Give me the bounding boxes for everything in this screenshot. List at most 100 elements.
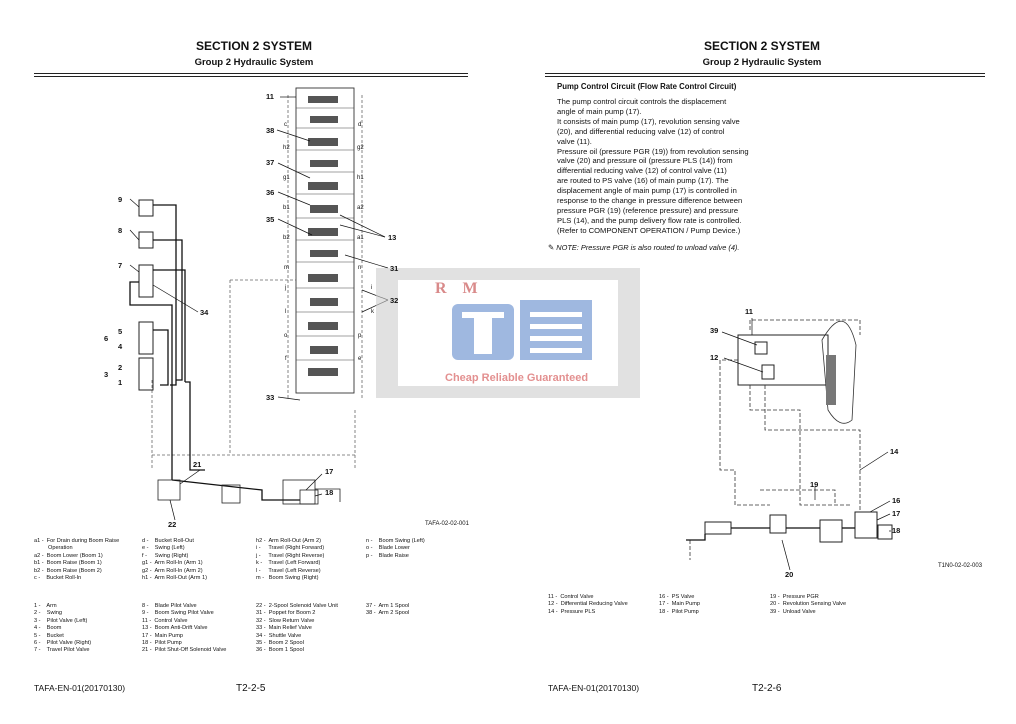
port-h2: h2	[283, 145, 290, 151]
note-text: NOTE: Pressure PGR is also routed to unl…	[556, 243, 740, 252]
header-rule-thin	[545, 76, 985, 77]
section-title: SECTION 2 SYSTEM	[195, 39, 313, 53]
callout-11: 11	[745, 307, 753, 316]
pencil-icon: ✎	[548, 243, 557, 252]
port-f: f	[285, 356, 287, 362]
watermark-logo-text: R M	[435, 280, 484, 297]
para-line: (20), and differential reducing valve (1…	[557, 126, 725, 136]
para-line: pressure PGR (19) (reference pressure) a…	[557, 205, 739, 215]
callout-33: 33	[266, 393, 275, 402]
callout-38: 38	[266, 126, 275, 135]
callout-13: 13	[388, 233, 397, 242]
footer-page-number: T2-2-6	[752, 683, 782, 694]
para-line: It consists of main pump (17), revolutio…	[557, 116, 740, 126]
para-line: valve (20) and pressure oil (pressure PL…	[557, 156, 733, 166]
callout-8: 8	[118, 226, 123, 235]
footer-page-number: T2-2-5	[236, 683, 266, 694]
callout-7: 7	[118, 261, 123, 270]
footer-doc-id: TAFA-EN-01(20170130)	[34, 683, 126, 693]
callout-39: 39	[710, 326, 719, 335]
port-o: o	[284, 333, 288, 339]
legend-letters-col2: d - Bucket Roll-Out e - Swing (Left) f -…	[142, 538, 207, 582]
legend-numbers-col4: 37 - Arm 1 Spool 38 - Arm 2 Spool	[366, 603, 410, 617]
figure-id: TAFA-02-02-001	[425, 521, 469, 527]
port-g1: g1	[283, 175, 290, 181]
control-valve-body	[295, 87, 355, 394]
para-line: differential reducing valve (12) of cont…	[557, 166, 727, 176]
port-k: k	[371, 309, 374, 315]
figure-id: T1N0-02-02-003	[938, 563, 983, 569]
callout-2: 2	[118, 363, 123, 372]
callout-16: 16	[892, 496, 901, 505]
port-a2: a2	[357, 205, 364, 211]
callout-9: 9	[118, 195, 123, 204]
legend-col1: 11 - Control Valve 12 - Differential Red…	[548, 594, 628, 615]
para-line: are routed to PS valve (16) of main pump…	[557, 176, 729, 186]
body-paragraph: The pump control circuit controls the di…	[557, 97, 762, 236]
right-page: SECTION 2 SYSTEM Group 2 Hydraulic Syste…	[508, 0, 1016, 724]
port-g2: g2	[357, 145, 364, 151]
para-line: response to the change in pressure diffe…	[557, 196, 743, 206]
group-title: Group 2 Hydraulic System	[702, 57, 822, 68]
legend-col2: 16 - PS Valve 17 - Main Pump 18 - Pilot …	[659, 594, 701, 615]
port-a1: a1	[357, 235, 364, 241]
note: ✎ NOTE: Pressure PGR is also routed to u…	[548, 243, 739, 252]
callout-3: 3	[104, 370, 109, 379]
para-line: PLS (14), and the pump delivery flow rat…	[557, 215, 742, 225]
callout-31: 31	[390, 264, 399, 273]
port-b2: b2	[283, 235, 290, 241]
callout-20: 20	[785, 570, 794, 579]
port-j: j	[285, 285, 287, 291]
callout-18: 18	[892, 526, 901, 535]
para-line: angle of main pump (17).	[557, 106, 642, 116]
callout-1: 1	[118, 378, 123, 387]
port-h1: h1	[357, 175, 364, 181]
port-l: l	[285, 309, 287, 315]
port-m: m	[284, 265, 289, 271]
legend-letters-col1: a1 - For Drain during Boom Raise Operati…	[34, 538, 120, 582]
callout-17: 17	[325, 467, 334, 476]
footer-doc-id: TAFA-EN-01(20170130)	[548, 683, 640, 693]
para-line: The pump control circuit controls the di…	[557, 97, 727, 106]
callout-12: 12	[710, 353, 719, 362]
watermark-tagline: Cheap Reliable Guaranteed	[445, 372, 589, 384]
port-b1: b1	[283, 205, 290, 211]
callout-17: 17	[892, 509, 901, 518]
legend-numbers-col2: 8 - Blade Pilot Valve 9 - Boom Swing Pil…	[142, 603, 227, 654]
port-d: d	[358, 122, 362, 128]
legend-col3: 19 - Pressure PGR 20 - Revolution Sensin…	[770, 594, 847, 615]
legend-numbers-col3: 22 - 2-Spool Solenoid Valve Unit 31 - Po…	[256, 603, 338, 654]
callout-11: 11	[266, 92, 274, 101]
callout-36: 36	[266, 188, 275, 197]
section-heading: Pump Control Circuit (Flow Rate Control …	[557, 82, 737, 91]
port-i: i	[371, 285, 373, 291]
header-rule	[34, 73, 468, 74]
callout-4: 4	[118, 342, 123, 351]
port-p: p	[358, 333, 362, 339]
header-rule	[545, 73, 985, 74]
legend-letters-col4: n - Boom Swing (Left) o - Blade Lower p …	[366, 538, 425, 559]
port-n: n	[358, 265, 362, 271]
callout-37: 37	[266, 158, 275, 167]
para-line: (Refer to COMPONENT OPERATION / Pump Dev…	[557, 225, 741, 235]
para-line: Pressure oil (pressure PGR (19)) from re…	[557, 146, 749, 156]
callout-14: 14	[890, 447, 899, 456]
callout-34: 34	[200, 308, 209, 317]
header-rule-thin	[34, 76, 468, 77]
callout-35: 35	[266, 215, 275, 224]
para-line: valve (11).	[557, 136, 592, 146]
port-c: c	[284, 122, 287, 128]
callout-32: 32	[390, 296, 399, 305]
callout-18: 18	[325, 488, 334, 497]
para-line: displacement angle of main pump (17) is …	[557, 186, 737, 196]
callout-19: 19	[810, 480, 819, 489]
port-e: e	[358, 356, 362, 362]
callout-6: 6	[104, 334, 109, 343]
callout-22: 22	[168, 520, 177, 529]
left-page: SECTION 2 SYSTEM Group 2 Hydraulic Syste…	[194, 39, 314, 68]
legend-numbers-col1: 1 - Arm 2 - Swing 3 - Pilot Valve (Left)…	[34, 603, 92, 654]
callout-5: 5	[118, 327, 123, 336]
group-title: Group 2 Hydraulic System	[194, 57, 314, 68]
